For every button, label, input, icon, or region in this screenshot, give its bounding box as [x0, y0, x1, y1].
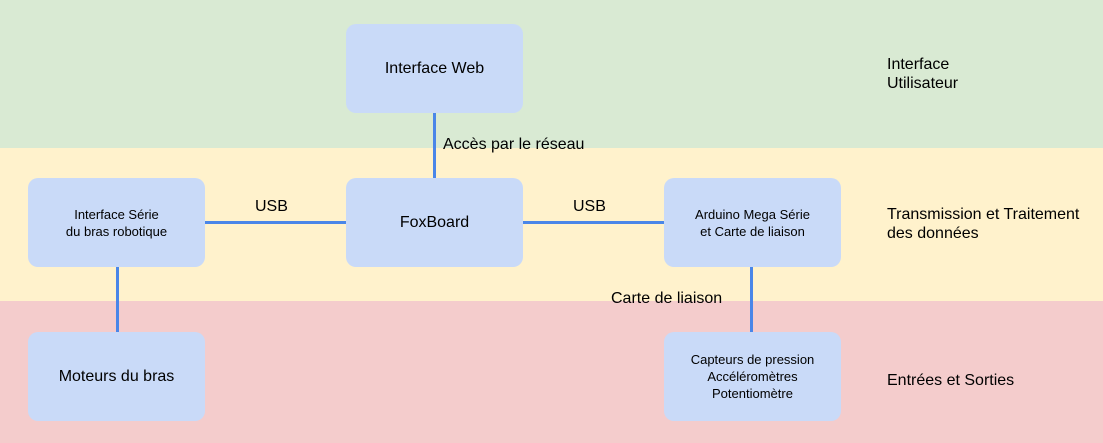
edge-label-usb-right: USB — [573, 198, 606, 215]
node-sensors: Capteurs de pression Accéléromètres Pote… — [664, 332, 841, 421]
zone-label-io: Entrées et Sorties — [887, 372, 1015, 389]
node-web-interface: Interface Web — [346, 24, 523, 113]
connector-web-foxboard — [433, 113, 436, 178]
edge-label-network: Accès par le réseau — [443, 136, 585, 153]
edge-label-link-card: Carte de liaison — [611, 290, 723, 307]
zone-user-interface-band — [0, 0, 1103, 148]
connector-arm-motors — [116, 267, 119, 332]
node-serial-arm-interface: Interface Série du bras robotique — [28, 178, 205, 267]
node-foxboard: FoxBoard — [346, 178, 523, 267]
zone-label-user-interface: Interface Utilisateur — [887, 56, 959, 92]
connector-arduino-sensors — [750, 267, 753, 332]
connector-foxboard-arduino — [523, 221, 664, 224]
edge-label-usb-left: USB — [255, 198, 288, 215]
connector-arm-foxboard — [205, 221, 346, 224]
node-arm-motors: Moteurs du bras — [28, 332, 205, 421]
zone-label-transmission: Transmission et Traitement des données — [887, 206, 1080, 242]
node-arduino-mega: Arduino Mega Série et Carte de liaison — [664, 178, 841, 267]
